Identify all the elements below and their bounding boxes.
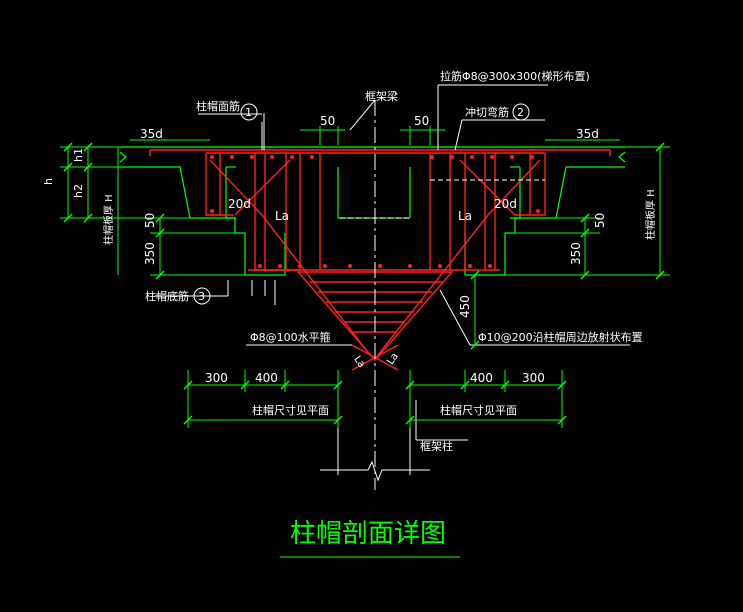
concrete-outline [119,146,626,276]
dimension-ticks [63,142,665,425]
dim-35d-left: 35d [140,127,163,141]
slab-thickness-left: 柱帽板厚 H [102,194,115,245]
dim-300-right: 300 [522,371,545,385]
dim-300-left: 300 [205,371,228,385]
la-left: La [275,209,289,223]
frame-column-label: 框架柱 [420,439,453,453]
column-axis [320,100,430,490]
la-bottom-left: La [351,354,367,370]
perimeter-bar-label: Φ10@200沿柱帽周边放射状布置 [478,330,643,344]
bottom-bar-number: 3 [198,290,205,303]
dim-35d-right: 35d [576,127,599,141]
dim-h1: h1 [72,148,85,162]
cap-size-left-label: 柱帽尺寸见平面 [252,403,329,417]
dim-h2: h2 [72,184,85,198]
dim-20d-left: 20d [228,197,251,211]
cap-top-bar-label: 柱帽面筋 [196,99,240,113]
slab-thickness-right: 柱帽板厚 H [644,189,657,240]
cap-bottom-bar-label: 柱帽底筋 [145,289,189,303]
la-bottom-right: La [385,351,401,367]
dim-350-left: 350 [143,242,157,265]
la-right: La [458,209,472,223]
cap-size-right-label: 柱帽尺寸见平面 [440,403,517,417]
dim-50-left: 50 [143,213,157,228]
punch-bar-label: 冲切弯筋 [465,105,509,119]
frame-beam-label: 框架梁 [365,89,398,103]
labels: 拉筋Φ8@300x300(梯形布置) 柱帽面筋 1 框架梁 冲切弯筋 2 柱帽底… [42,69,657,453]
bar-number-circles [193,103,530,305]
dim-50-top-left: 50 [320,114,335,128]
horizontal-stirrup-label: Φ8@100水平箍 [250,330,331,344]
punch-bar-number: 2 [517,106,524,119]
dim-350-right: 350 [569,242,583,265]
drawing-title: 柱帽剖面详图 [290,519,446,549]
dim-h: h [42,178,55,185]
dim-400-right: 400 [470,371,493,385]
top-bar-number: 1 [245,106,252,119]
dim-450: 450 [458,295,472,318]
dim-50-top-right: 50 [414,114,429,128]
dim-400-left: 400 [255,371,278,385]
dim-20d-right: 20d [494,197,517,211]
leader-lines [155,84,630,441]
rebar-dots [210,155,540,268]
tie-bar-label: 拉筋Φ8@300x300(梯形布置) [440,69,590,83]
dimension-lines [60,126,670,428]
dim-50-right: 50 [593,213,607,228]
